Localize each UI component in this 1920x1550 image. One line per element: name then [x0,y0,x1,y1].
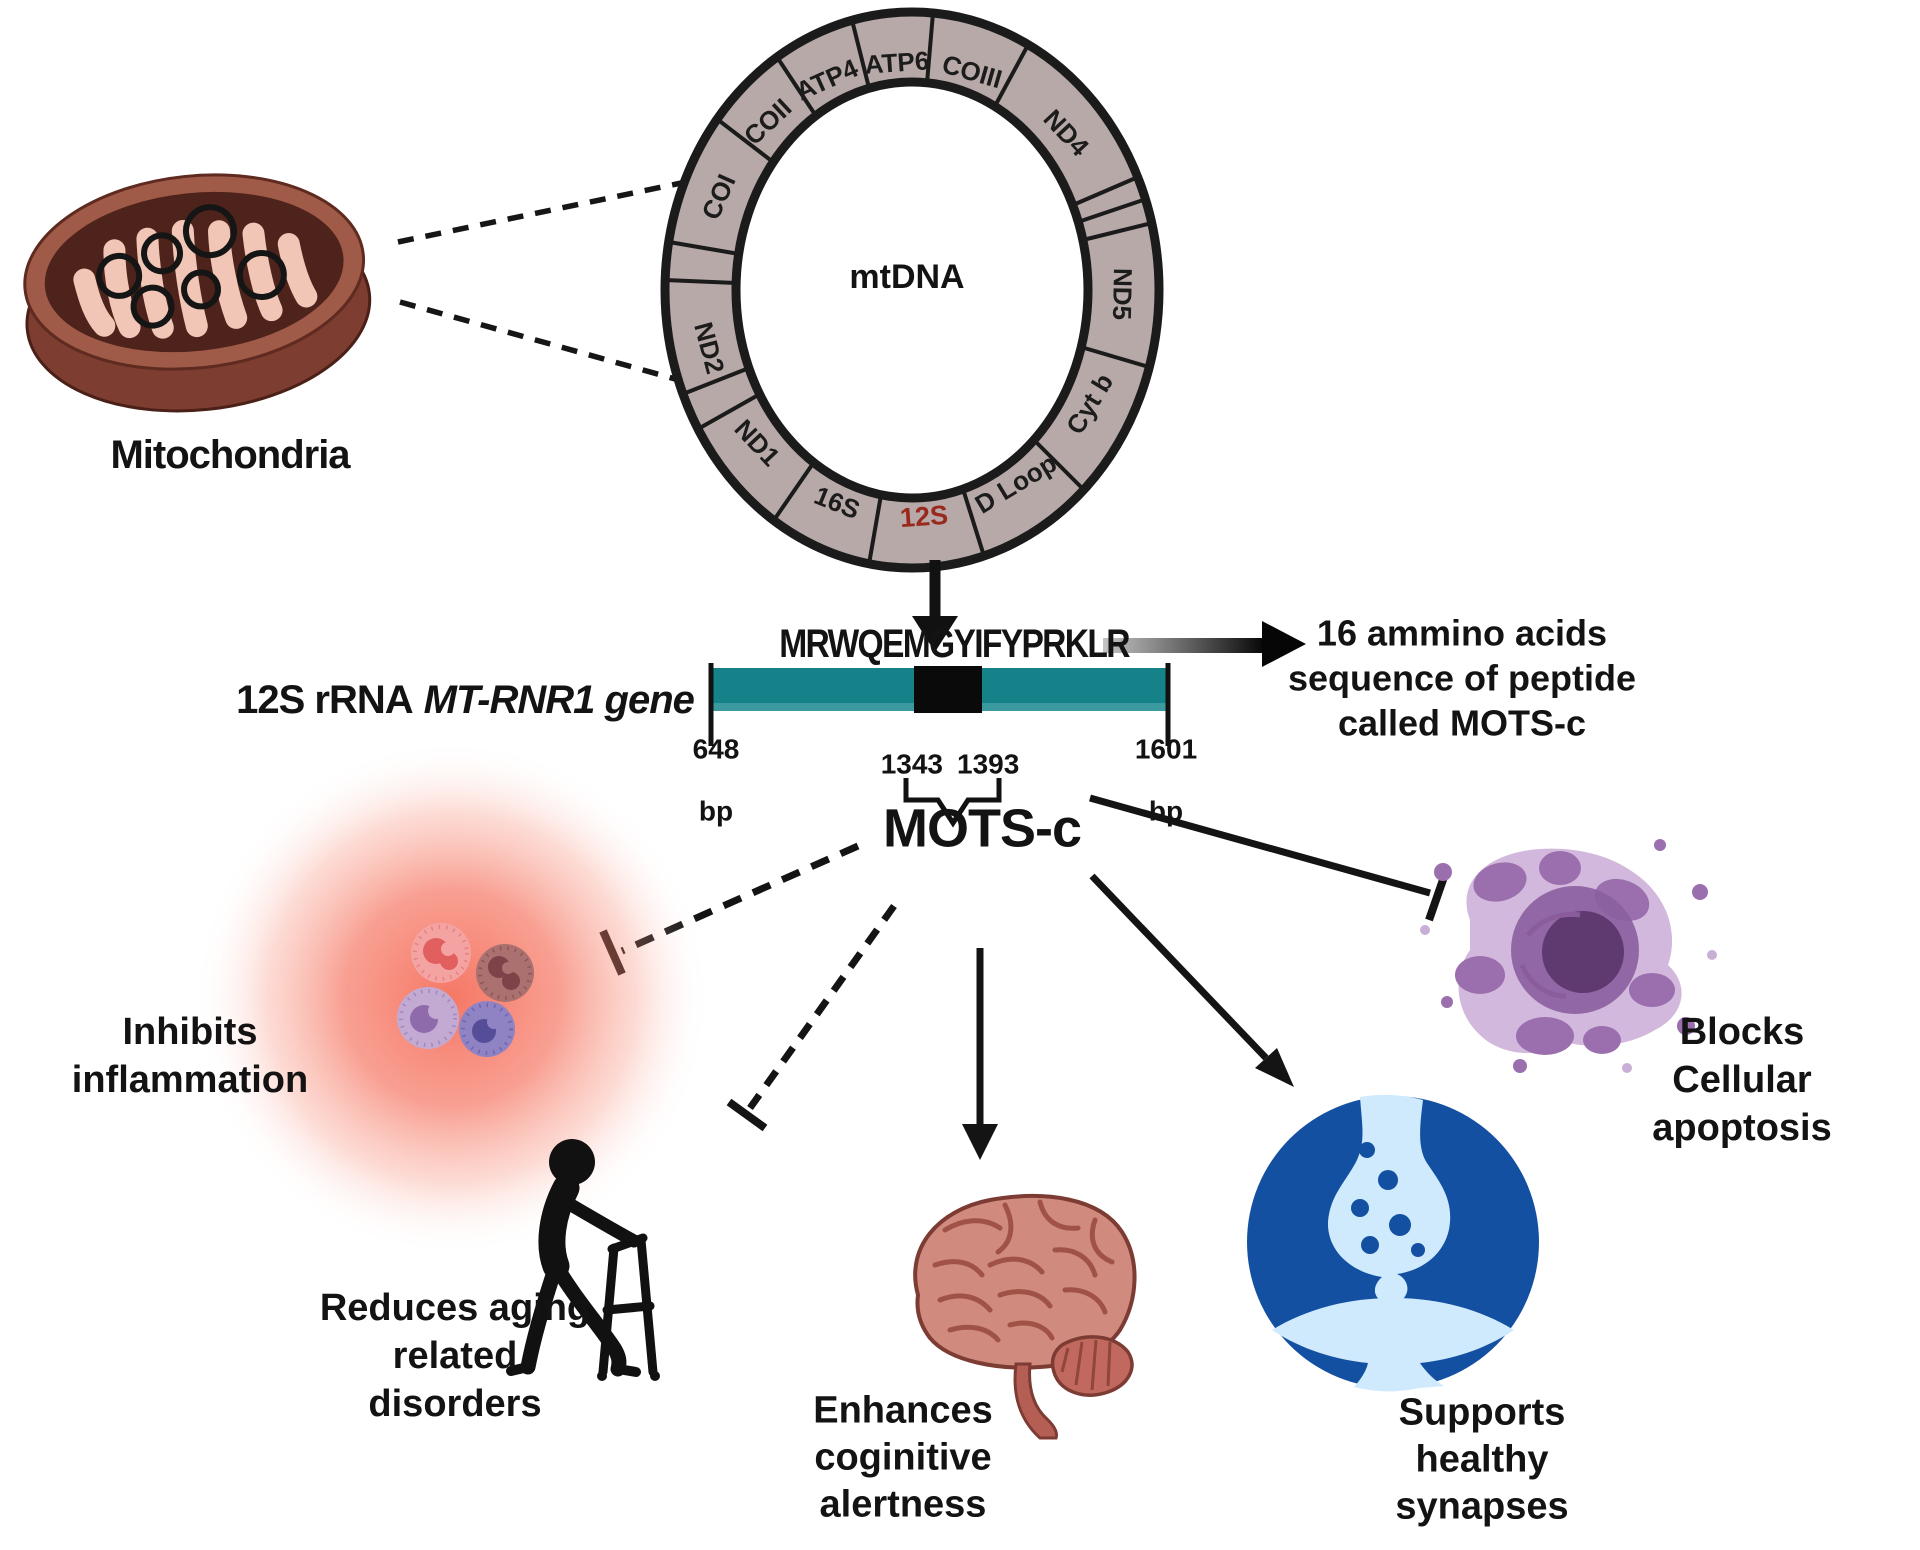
peptide-sequence: MRWQEMGYIFYPRKLR [779,622,1130,666]
region-end: 1393 [957,748,1020,780]
effect-label-synapses: Supports healthy synapses [1395,1391,1569,1528]
brain-icon [913,1194,1137,1440]
ring-segment-dividers [664,12,1153,565]
apoptotic-cell-icon [1420,839,1717,1073]
inhibit-bar-aging [726,1098,768,1132]
ring-segment-label-nd5: ND5 [1107,267,1138,321]
cerebellum-striations [1060,1339,1112,1391]
start-bp-label: 648 bp [693,703,740,858]
effect-label-cognitive: Enhances coginitive alertness [813,1389,993,1526]
effect-label-inflammation: Inhibits inflammation [71,1011,309,1101]
walker-frame [598,1233,658,1377]
end-bp-label: 1601 bp [1135,703,1197,858]
mitochondria-illustration [23,173,372,413]
cerebellum [1050,1335,1134,1397]
start-bp-value: 648 [692,733,740,765]
effect-label-apoptosis: Blocks Cellular apoptosis [1652,1011,1832,1149]
synapse-icon [1247,1094,1539,1392]
effect-label-aging: Reduces aging related disorders [319,1287,591,1425]
mots-c-coding-region [914,666,982,713]
synaptic-vesicles [1351,1142,1425,1257]
inhibit-bar-apoptosis [1425,872,1449,922]
mtdna-circles [96,204,287,329]
mitochondria-label: Mitochondria [110,433,350,477]
cell-nucleus [1542,911,1624,993]
inflamed-cells-icon [194,740,710,1256]
cell-pink [411,923,471,983]
end-bp-value: 1601 [1134,733,1198,765]
amino-acids-note: 16 ammino acids sequence of peptide call… [1287,612,1637,744]
gene-label-prefix: 12S rRNA [236,678,414,722]
nucleus-texture [1519,911,1581,999]
region-bracket [903,778,1002,828]
person-with-walker-icon [506,1139,660,1381]
ring-segment-label-12s: 12S [898,499,949,534]
gene-label-name: MT-RNR1 gene [423,678,695,722]
region-start: 1343 [880,748,943,780]
ring-segment-label-atp6: ATP6 [863,45,931,80]
sequence-to-note-arrow [1103,621,1306,667]
zoom-connector-lines [397,179,687,385]
cell-lavender [397,987,459,1049]
cell-violet [459,1001,515,1057]
ring-to-sequence-arrow [912,560,958,652]
brain-gyri [932,1199,1115,1343]
cell-mauve [476,944,534,1002]
end-bp-unit: bp [1148,795,1184,827]
start-bp-unit: bp [698,795,734,827]
postsynaptic-dendrite [1272,1298,1514,1392]
region-positions: 1343 1393 [881,747,1020,782]
mtdna-plasmid-ring [660,7,1164,573]
mtdna-center-label: mtDNA [849,257,965,296]
mots-c-label: MOTS-c [882,798,1082,859]
gene-bar [708,663,1171,828]
brainstem [1013,1362,1058,1440]
